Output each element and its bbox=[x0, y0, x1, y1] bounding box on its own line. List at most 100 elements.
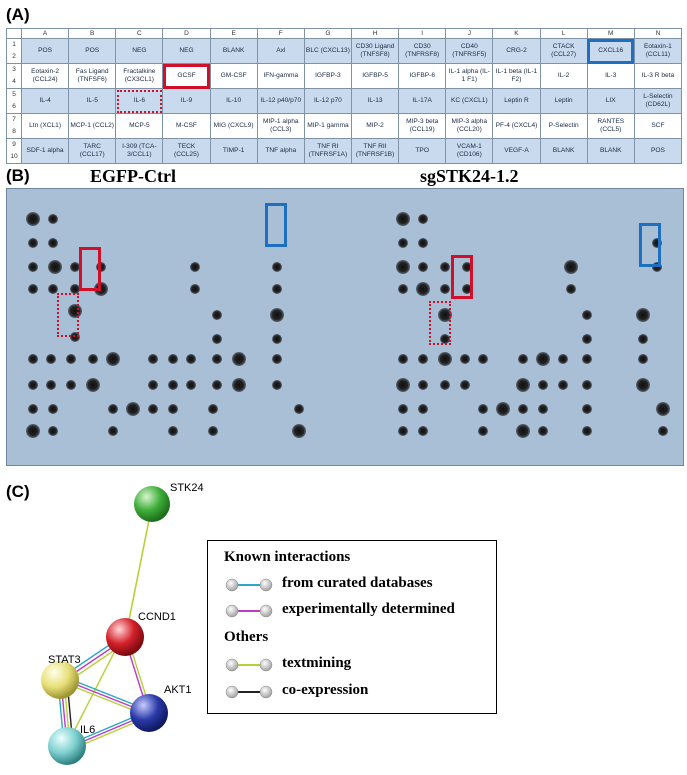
blot-spot bbox=[106, 352, 120, 366]
array-cell: POS bbox=[633, 138, 683, 164]
blot-spot bbox=[638, 334, 648, 344]
blot-spot bbox=[28, 262, 38, 272]
legend-swatch-textmining bbox=[225, 658, 273, 672]
blot-spot bbox=[636, 308, 650, 322]
blot-spot bbox=[538, 380, 548, 390]
blot-spot bbox=[396, 378, 410, 392]
array-cell: IL-13 bbox=[350, 88, 400, 114]
legend-known-title: Known interactions bbox=[224, 549, 351, 565]
array-cell: NEG bbox=[115, 38, 164, 64]
node-label-il6: IL6 bbox=[80, 724, 95, 736]
column-header: H bbox=[350, 28, 400, 39]
array-cell: CXCL16 bbox=[586, 38, 635, 64]
node-akt1[interactable] bbox=[130, 694, 168, 732]
blot-spot bbox=[398, 284, 408, 294]
row-number: 9 bbox=[12, 141, 16, 148]
column-header: L bbox=[539, 28, 588, 39]
array-cell: GCSF bbox=[162, 63, 211, 89]
blot-spot bbox=[212, 334, 222, 344]
array-cell: IGFBP-5 bbox=[350, 63, 400, 89]
column-header: B bbox=[68, 28, 117, 39]
blot-spot bbox=[438, 308, 452, 322]
node-stat3[interactable] bbox=[41, 661, 79, 699]
blot-spot bbox=[398, 354, 408, 364]
array-cell: MIG (CXCL9) bbox=[209, 113, 258, 139]
blot-spot bbox=[88, 354, 98, 364]
blot-spot bbox=[582, 354, 592, 364]
blot-spot bbox=[48, 426, 58, 436]
legend-label-textmining: textmining bbox=[282, 655, 352, 671]
blot-spot bbox=[516, 378, 530, 392]
column-header: M bbox=[586, 28, 635, 39]
node-ccnd1[interactable] bbox=[106, 618, 144, 656]
array-cell: CRG-2 bbox=[492, 38, 541, 64]
blot-spot bbox=[582, 310, 592, 320]
array-cell: TPO bbox=[398, 138, 447, 164]
array-cell: BLANK bbox=[539, 138, 588, 164]
panel-b-label: (B) bbox=[6, 166, 30, 185]
blot-spot bbox=[190, 284, 200, 294]
array-cell: Leptin R bbox=[492, 88, 541, 114]
cxcl16-box-right bbox=[639, 223, 661, 267]
array-cell: IGFBP-3 bbox=[303, 63, 352, 89]
row-number: 2 bbox=[12, 53, 16, 60]
array-cell: PF-4 (CXCL4) bbox=[492, 113, 541, 139]
blot-spot bbox=[440, 284, 450, 294]
cxcl16-box-left bbox=[265, 203, 287, 247]
column-header: D bbox=[162, 28, 211, 39]
array-cell: POS bbox=[20, 38, 70, 64]
blot-spot bbox=[48, 284, 58, 294]
blot-spot bbox=[440, 380, 450, 390]
blot-spot bbox=[440, 262, 450, 272]
array-cell: MIP-1 gamma bbox=[303, 113, 352, 139]
array-cell: TNF alpha bbox=[256, 138, 305, 164]
blot-spot bbox=[518, 404, 528, 414]
array-cell: Fas Ligand (TNFSF6) bbox=[68, 63, 117, 89]
row-number: 6 bbox=[12, 103, 16, 110]
array-cell: IL-1 alpha (IL-1 F1) bbox=[445, 63, 494, 89]
blot-spot bbox=[418, 214, 428, 224]
array-cell: CD40 (TNFRSF5) bbox=[445, 38, 494, 64]
blot-spot bbox=[566, 284, 576, 294]
blot-spot bbox=[66, 354, 76, 364]
row-number: 4 bbox=[12, 78, 16, 85]
array-cell: TNF RII (TNFRSF1B) bbox=[350, 138, 400, 164]
interaction-network: STK24 CCND1 STAT3 AKT1 IL6 bbox=[41, 482, 204, 765]
blot-spot bbox=[28, 404, 38, 414]
array-cell: MIP-1 alpha (CCL3) bbox=[256, 113, 305, 139]
array-cell: IGFBP-6 bbox=[398, 63, 447, 89]
node-il6[interactable] bbox=[48, 727, 86, 765]
blot-spot bbox=[168, 354, 178, 364]
blot-spot bbox=[652, 262, 662, 272]
panel-c-label: (C) bbox=[6, 482, 30, 501]
array-cell: Ltn (XCL1) bbox=[20, 113, 70, 139]
array-cell: Axl bbox=[256, 38, 305, 64]
array-cell: VEGF-A bbox=[492, 138, 541, 164]
column-header: J bbox=[445, 28, 494, 39]
array-cell: IL-12 p70 bbox=[303, 88, 352, 114]
blot-spot bbox=[28, 238, 38, 248]
blot-spot bbox=[564, 260, 578, 274]
node-stk24[interactable] bbox=[134, 486, 170, 522]
row-number: 3 bbox=[12, 66, 16, 73]
blot-spot bbox=[94, 282, 108, 296]
row-number: 8 bbox=[12, 128, 16, 135]
row-number: 7 bbox=[12, 116, 16, 123]
array-cell: KC (CXCL1) bbox=[445, 88, 494, 114]
blot-spot bbox=[186, 354, 196, 364]
blot-spot bbox=[558, 354, 568, 364]
blot-spot bbox=[438, 352, 452, 366]
blot-spot bbox=[26, 212, 40, 226]
node-label-stat3: STAT3 bbox=[48, 654, 81, 666]
array-cell: IL-1 beta (IL-1 F2) bbox=[492, 63, 541, 89]
legend-swatch-experimental bbox=[225, 604, 273, 618]
array-cell: RANTES (CCL5) bbox=[586, 113, 635, 139]
blot-spot bbox=[558, 380, 568, 390]
column-header: N bbox=[633, 28, 683, 39]
legend-label-curated: from curated databases bbox=[282, 575, 433, 591]
blot-spot bbox=[190, 262, 200, 272]
blot-spot bbox=[418, 426, 428, 436]
